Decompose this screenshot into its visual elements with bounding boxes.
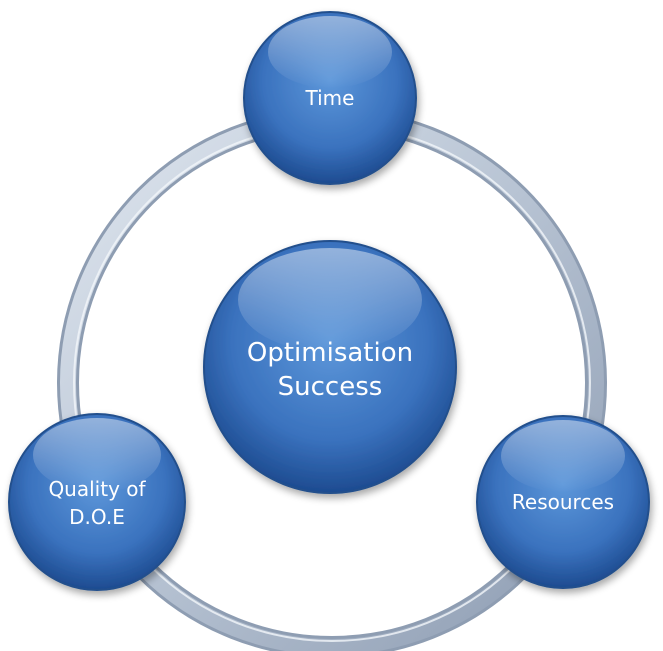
center-node-label-line1: Optimisation bbox=[247, 338, 413, 368]
quality-node-label-line1: Quality of bbox=[48, 477, 146, 501]
center-node-label-line2: Success bbox=[278, 372, 383, 402]
time-node bbox=[243, 11, 417, 185]
quality-node-label-line2: D.O.E bbox=[69, 505, 125, 529]
resources-node-label: Resources bbox=[512, 490, 614, 514]
quality-node bbox=[8, 413, 186, 591]
time-node-label: Time bbox=[305, 86, 355, 110]
center-node bbox=[203, 240, 457, 494]
resources-node bbox=[476, 415, 650, 589]
